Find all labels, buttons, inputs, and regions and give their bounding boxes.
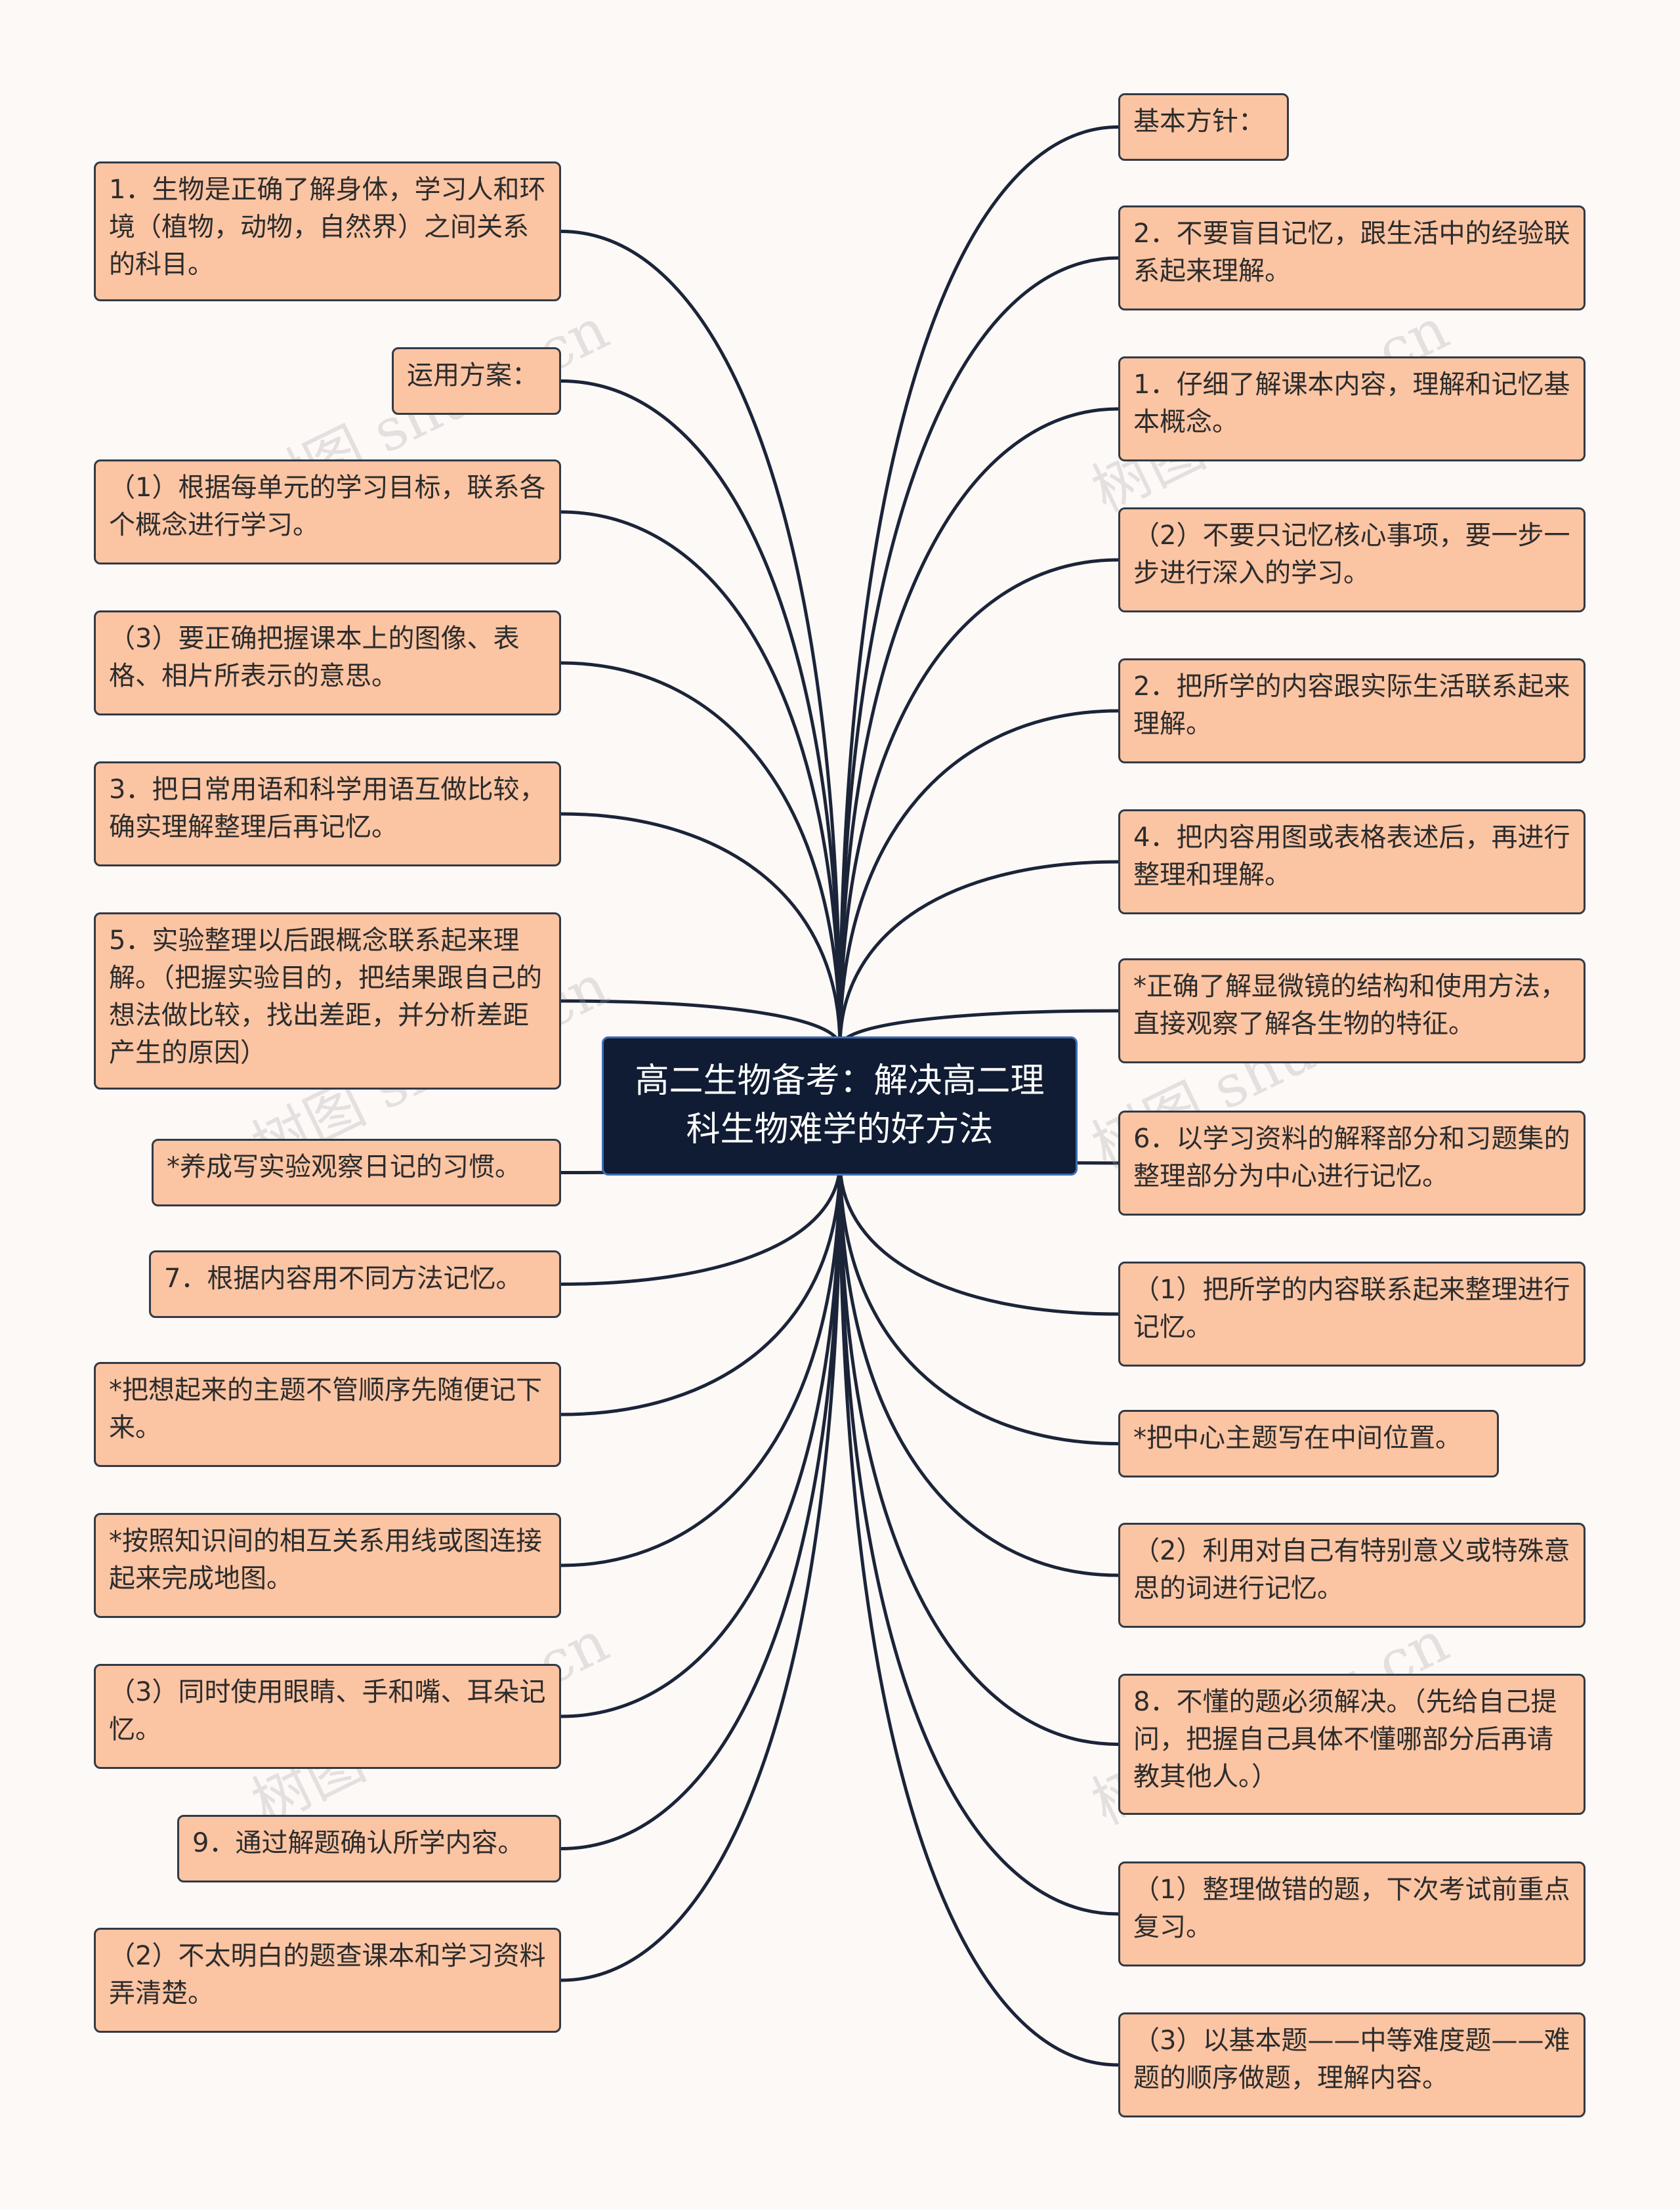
- left-connector-11: [560, 1161, 842, 1718]
- left-connector-4: [560, 661, 842, 1048]
- left-connector-10: [560, 1161, 842, 1567]
- right-connector-1: [838, 125, 1119, 1048]
- left-node-2[interactable]: 运用方案：: [392, 347, 561, 415]
- left-connector-1: [560, 230, 842, 1048]
- left-node-8[interactable]: 7．根据内容用不同方法记忆。: [149, 1250, 561, 1318]
- left-node-9[interactable]: *把想起来的主题不管顺序先随便记下来。: [94, 1362, 561, 1467]
- left-connector-6: [560, 999, 842, 1048]
- central-topic[interactable]: 高二生物备考：解决高二理科生物难学的好方法: [602, 1036, 1078, 1176]
- left-node-1[interactable]: 1．生物是正确了解身体，学习人和环境（植物，动物，自然界）之间关系的科目。: [94, 161, 561, 301]
- right-connector-12: [838, 1161, 1119, 1746]
- right-node-5[interactable]: 2．把所学的内容跟实际生活联系起来理解。: [1118, 658, 1586, 763]
- left-node-4[interactable]: （3）要正确把握课本上的图像、表格、相片所表示的意思。: [94, 610, 561, 715]
- left-node-7[interactable]: *养成写实验观察日记的习惯。: [152, 1139, 561, 1206]
- right-connector-10: [838, 1161, 1119, 1445]
- left-node-5[interactable]: 3．把日常用语和科学用语互做比较，确实理解整理后再记忆。: [94, 761, 561, 866]
- left-connector-13: [560, 1161, 842, 1982]
- right-node-2[interactable]: 2．不要盲目记忆，跟生活中的经验联系起来理解。: [1118, 205, 1586, 310]
- left-connector-5: [560, 812, 842, 1048]
- left-connector-2: [560, 379, 842, 1048]
- right-connector-3: [838, 407, 1119, 1048]
- left-node-3[interactable]: （1）根据每单元的学习目标，联系各个概念进行学习。: [94, 459, 561, 564]
- left-node-10[interactable]: *按照知识间的相互关系用线或图连接起来完成地图。: [94, 1513, 561, 1618]
- right-node-11[interactable]: （2）利用对自己有特别意义或特殊意思的词进行记忆。: [1118, 1523, 1586, 1628]
- right-node-6[interactable]: 4．把内容用图或表格表述后，再进行整理和理解。: [1118, 809, 1586, 914]
- right-node-7[interactable]: *正确了解显微镜的结构和使用方法，直接观察了解各生物的特征。: [1118, 958, 1586, 1063]
- right-node-1[interactable]: 基本方针：: [1118, 93, 1289, 161]
- right-node-9[interactable]: （1）把所学的内容联系起来整理进行记忆。: [1118, 1262, 1586, 1367]
- right-node-8[interactable]: 6．以学习资料的解释部分和习题集的整理部分为中心进行记忆。: [1118, 1111, 1586, 1216]
- left-node-11[interactable]: （3）同时使用眼睛、手和嘴、耳朵记忆。: [94, 1664, 561, 1769]
- right-connector-9: [838, 1161, 1119, 1316]
- left-node-12[interactable]: 9．通过解题确认所学内容。: [177, 1815, 561, 1882]
- right-connector-5: [838, 709, 1119, 1048]
- right-connector-4: [838, 558, 1119, 1048]
- right-node-10[interactable]: *把中心主题写在中间位置。: [1118, 1410, 1499, 1477]
- left-connector-8: [560, 1161, 842, 1286]
- right-connector-11: [838, 1161, 1119, 1577]
- left-node-13[interactable]: （2）不太明白的题查课本和学习资料弄清楚。: [94, 1928, 561, 2033]
- right-node-3[interactable]: 1．仔细了解课本内容，理解和记忆基本概念。: [1118, 356, 1586, 461]
- right-node-4[interactable]: （2）不要只记忆核心事项，要一步一步进行深入的学习。: [1118, 507, 1586, 612]
- left-connector-12: [560, 1161, 842, 1850]
- right-node-12[interactable]: 8．不懂的题必须解决。（先给自己提问，把握自己具体不懂哪部分后再请教其他人。）: [1118, 1674, 1586, 1815]
- right-node-13[interactable]: （1）整理做错的题，下次考试前重点复习。: [1118, 1861, 1586, 1966]
- right-node-14[interactable]: （3）以基本题——中等难度题——难题的顺序做题，理解内容。: [1118, 2012, 1586, 2117]
- right-connector-6: [838, 860, 1119, 1048]
- left-connector-9: [560, 1161, 842, 1416]
- right-connector-14: [838, 1161, 1119, 2067]
- left-connector-3: [560, 510, 842, 1048]
- right-connector-2: [838, 256, 1119, 1048]
- right-connector-13: [838, 1161, 1119, 1916]
- left-node-6[interactable]: 5．实验整理以后跟概念联系起来理解。（把握实验目的，把结果跟自己的想法做比较，找…: [94, 912, 561, 1090]
